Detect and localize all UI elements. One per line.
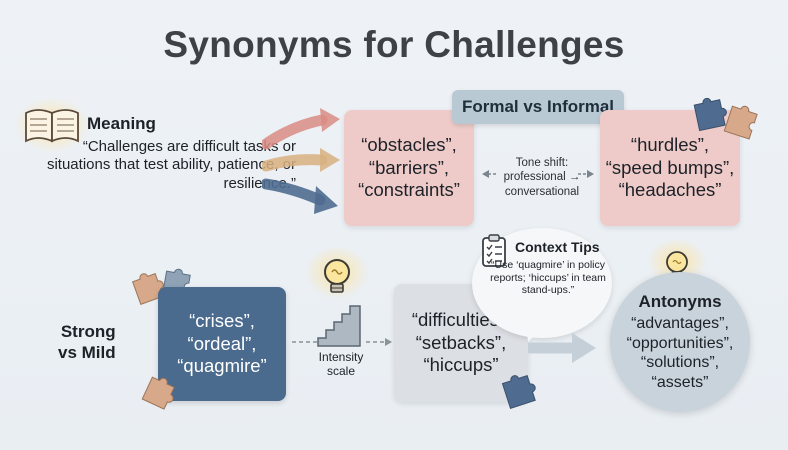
puzzle-piece-icon [501,374,536,409]
intensity-scale-graphic [292,305,392,347]
antonym-word: “opportunities”, [626,334,734,352]
bubble-tail [526,320,550,342]
mild-word: “hiccups” [423,354,499,376]
formal-word: “barriers”, [368,156,450,178]
puzzle-piece-icon [693,97,758,140]
open-book-icon [14,97,90,153]
formal-vs-informal-label: Formal vs Informal [452,90,624,124]
mild-word: “setbacks”, [415,331,507,353]
informal-word: “headaches” [618,179,722,201]
antonyms-heading: Antonyms [638,291,722,311]
context-tips-text: “Use ‘quagmire’ in policy reports; ‘hicc… [490,259,606,297]
meaning-heading: Meaning [87,114,156,133]
puzzle-piece-icon [141,376,175,410]
strong-word: “ordeal”, [187,332,257,354]
antonyms-circle: Antonyms “advantages”, “opportunities”, … [610,272,750,412]
strong-word: “crises”, [189,310,255,332]
antonym-word: “assets” [651,373,709,391]
meaning-text: “Challenges are difficult tasks or situa… [46,138,296,192]
tone-shift-note: Tone shift: professional → conversationa… [503,157,581,198]
informal-word: “hurdles”, [630,134,710,156]
intensity-scale-label: Intensity scale [318,350,364,379]
informal-words-box: “hurdles”, “speed bumps”, “headaches” [600,110,740,226]
arrows-to-formal [262,108,340,214]
arrow-to-antonyms [528,333,596,363]
stairs-icon [317,305,361,347]
informal-word: “speed bumps”, [605,156,735,178]
tone-shift-arrows [482,170,594,178]
strong-word: “quagmire” [177,355,267,377]
strong-words-box: “crises”, “ordeal”, “quagmire” [158,287,286,401]
formal-word: “constraints” [358,179,460,201]
antonym-word: “advantages”, [631,315,729,333]
clipboard-checklist-icon [482,234,506,267]
formal-word: “obstacles”, [361,134,457,156]
context-tips-heading: Context Tips [515,239,600,255]
formal-words-box: “obstacles”, “barriers”, “constraints” [344,110,474,226]
strong-vs-mild-label: Strong vs Mild [58,322,116,363]
antonym-word: “solutions”, [640,354,720,372]
lightbulb-icon [305,248,369,302]
page-title: Synonyms for Challenges [163,24,625,65]
